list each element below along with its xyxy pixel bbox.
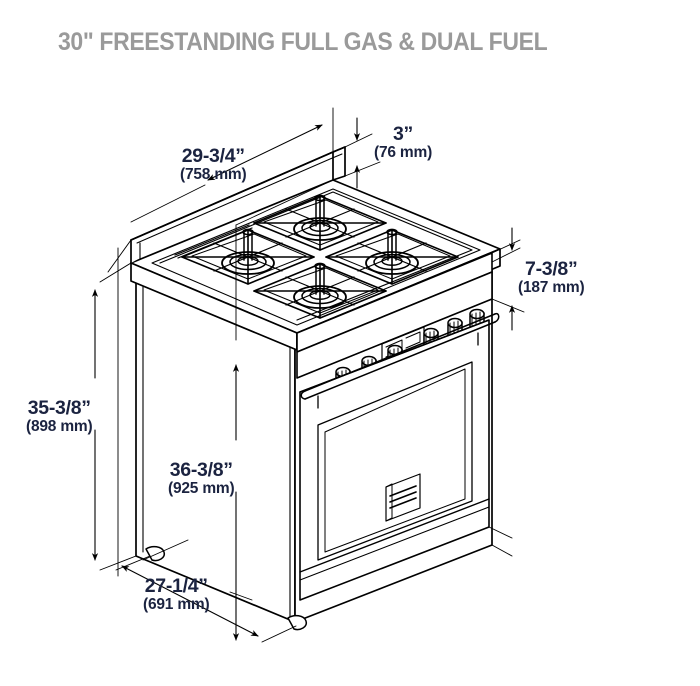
control-panel [296,252,493,379]
kick-panel [299,498,490,581]
dim-value-backguard-inches: 3” [393,123,414,145]
dim-value-width-inches: 29-3/4” [181,145,245,167]
dim-value-backguard-mm: (76 mm) [374,144,433,162]
oven-door-window [317,361,473,561]
dim-value-control-panel-mm: (187 mm) [518,279,585,297]
burner-grate-rear-left [253,194,387,251]
burner-grate-front [253,262,387,319]
dim-line-control-panel [491,227,525,331]
dim-value-overall-height-inches: 36-3/8” [169,459,233,481]
dim-value-overall-height-mm: (925 mm) [168,480,235,498]
dim-value-control-panel-inches: 7-3/8” [525,258,578,280]
dim-line-backguard [344,117,381,189]
dim-value-cooktop-height-mm: (898 mm) [26,418,93,436]
burner-grate-right [325,228,459,285]
dim-value-depth-inches: 27-1/4” [144,575,208,597]
burner-grate-left [181,228,315,285]
dim-value-width-mm: (758 mm) [180,166,247,184]
dim-value-cooktop-height-inches: 35-3/8” [27,397,91,419]
dim-line-cooktop-height [91,247,137,577]
oven-vent-grille [385,473,421,522]
dim-label-control-panel: 7-3/8” (187 mm) [518,258,585,297]
dim-label-cooktop-height: 35-3/8” (898 mm) [26,397,93,436]
page-title: 30" FREESTANDING FULL GAS & DUAL FUEL [58,28,548,56]
dim-line-width [107,107,334,273]
dim-value-depth-mm: (691 mm) [143,596,210,614]
leveling-foot-front [287,614,308,631]
dim-label-width: 29-3/4” (758 mm) [180,145,247,184]
dim-line-overall-height [232,179,334,641]
burner-grate-group [181,194,459,319]
dim-label-backguard: 3” (76 mm) [374,123,433,162]
oven-door-handle [300,312,500,409]
dim-label-overall-height: 36-3/8” (925 mm) [168,459,235,498]
dim-line-depth [115,539,297,643]
dim-label-depth: 27-1/4” (691 mm) [143,575,210,614]
